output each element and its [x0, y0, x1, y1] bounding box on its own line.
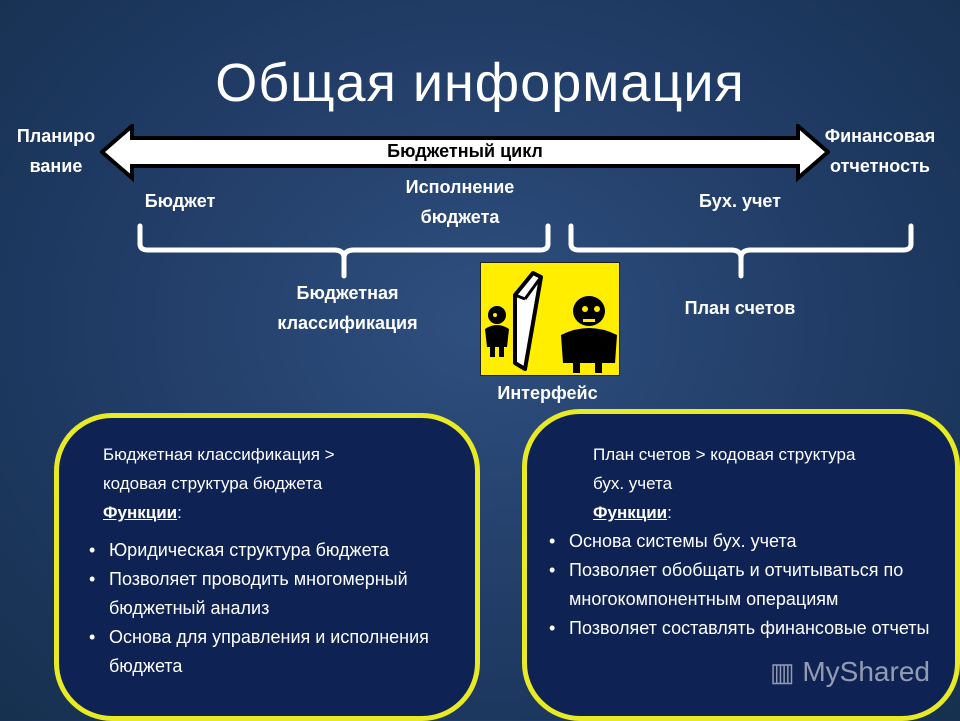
list-item: Юридическая структура бюджета	[89, 536, 469, 565]
financial-reporting-label: Финансовая отчетность	[824, 126, 936, 176]
left-functions-label: Функции	[103, 503, 178, 522]
chart-of-accounts-panel: План счетов > кодовая структура бух. уче…	[522, 409, 960, 721]
left-brace	[137, 223, 551, 279]
list-item: Позволяет проводить многомерный бюджетны…	[89, 565, 469, 623]
right-functions-row: Функции:	[593, 503, 672, 522]
budget-classification-panel: Бюджетная классификация > кодовая структ…	[54, 413, 480, 721]
list-item: Позволяет обобщать и отчитываться по мно…	[549, 556, 939, 614]
presentation-icon: ▥	[770, 657, 795, 687]
right-functions-label: Функции	[593, 503, 668, 522]
left-heading-line2: кодовая структура бюджета	[103, 474, 323, 493]
list-item: Основа для управления и исполнения бюдже…	[89, 623, 469, 681]
budget-cycle-label: Бюджетный цикл	[387, 141, 543, 161]
left-heading-line1: Бюджетная классификация >	[103, 445, 335, 464]
watermark-text: MyShared	[802, 656, 930, 687]
budget-classification-label: Бюджетная классификация	[277, 283, 418, 333]
left-functions-row: Функции:	[103, 503, 182, 522]
planning-label: Планиро вание	[16, 126, 96, 176]
right-heading-line1: План счетов > кодовая структура	[593, 445, 856, 464]
double-arrow	[100, 124, 830, 183]
right-heading-line2: бух. учета	[593, 474, 673, 493]
watermark: ▥ MyShared	[770, 656, 930, 688]
chart-of-accounts-label: План счетов	[684, 298, 796, 318]
page-title: Общая информация	[215, 53, 745, 113]
list-item: Позволяет составлять финансовые отчеты	[549, 614, 939, 643]
right-brace	[568, 223, 914, 279]
left-panel-heading: Бюджетная классификация > кодовая структ…	[103, 440, 463, 527]
interface-label: Интерфейс	[497, 383, 598, 403]
left-bullet-list: Юридическая структура бюджета Позволяет …	[89, 536, 469, 681]
list-item: Основа системы бух. учета	[549, 527, 939, 556]
right-panel-heading: План счетов > кодовая структура бух. уче…	[593, 440, 943, 527]
accounting-label: Бух. учет	[699, 191, 781, 211]
budget-execution-label: Исполнение бюджета	[405, 177, 515, 227]
budget-label: Бюджет	[144, 191, 216, 211]
interface-icon	[480, 262, 620, 376]
right-bullet-list: Основа системы бух. учета Позволяет обоб…	[549, 527, 939, 643]
